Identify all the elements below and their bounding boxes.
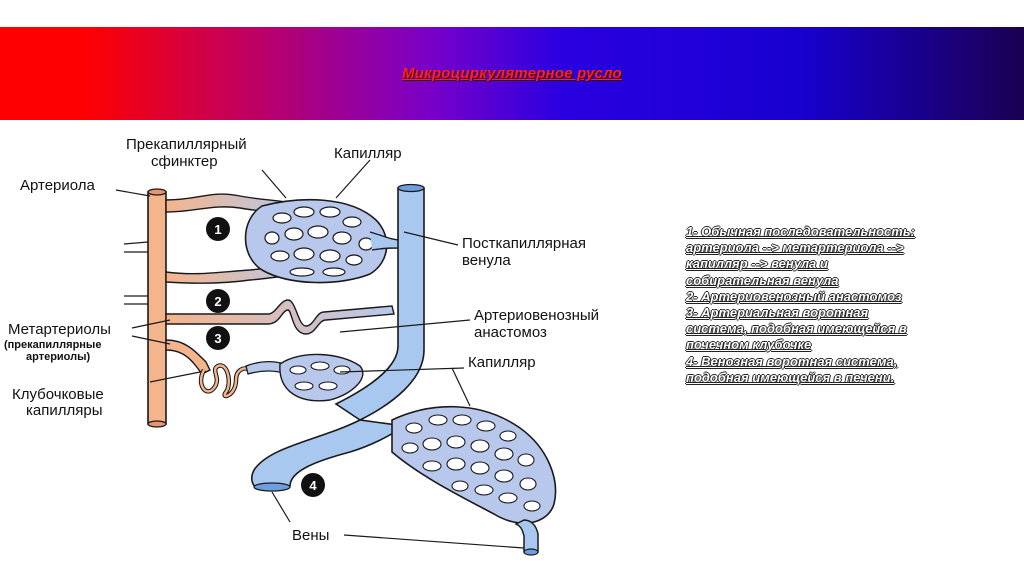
note-line: 3- Артериальная воротная: [686, 305, 986, 321]
marker-2-label: 2: [214, 294, 221, 309]
label-precap-sphincter-2: сфинктер: [151, 153, 218, 170]
marker-3: 3: [206, 326, 230, 350]
pathway-3-glomerular: [166, 340, 363, 401]
note-line: 2- Артериовенозный анастомоз: [686, 289, 986, 305]
note-line: собирательная венула: [686, 273, 986, 289]
pathway-1-capillary-bed: [166, 194, 400, 283]
note-line: система, подобная имеющейся в: [686, 321, 986, 337]
marker-2: 2: [206, 289, 230, 313]
note-line: 1- Обычная последовательность:: [686, 224, 986, 240]
explanation-notes: 1- Обычная последовательность: артериола…: [686, 224, 986, 386]
marker-4: 4: [301, 473, 325, 497]
pathway-4-venous-portal: [392, 407, 556, 555]
label-glomerular-2: капилляры: [26, 402, 103, 419]
marker-4-label: 4: [309, 478, 317, 493]
note-line: 4- Венозная воротная система,: [686, 354, 986, 370]
label-veins: Вены: [292, 527, 329, 544]
label-precap-arterioles-2: артериолы): [26, 351, 91, 363]
label-arteriole: Артериола: [20, 177, 96, 194]
label-postcap-venule-2: венула: [462, 252, 511, 269]
label-postcap-venule-1: Посткапиллярная: [462, 235, 586, 252]
note-line: капилляр --> венула и: [686, 256, 986, 272]
label-capillary-mid: Капилляр: [468, 354, 536, 371]
label-capillary-top: Капилляр: [334, 145, 402, 162]
arteriole-vessel: [124, 189, 166, 427]
label-precap-arterioles-1: (прекапиллярные: [4, 339, 101, 351]
title-banner: Микроциркулятерное русло: [0, 27, 1024, 120]
marker-1: 1: [206, 217, 230, 241]
label-precap-sphincter-1: Прекапиллярный: [126, 136, 247, 153]
label-av-anastomosis-1: Артериовенозный: [474, 307, 599, 324]
label-metarterioles: Метартериолы: [8, 321, 111, 338]
note-line: артериола --> метартериола -->: [686, 240, 986, 256]
note-line: почечном клубочке: [686, 337, 986, 353]
slide-title: Микроциркулятерное русло: [0, 65, 1024, 82]
marker-1-label: 1: [214, 222, 221, 237]
label-glomerular-1: Клубочковые: [12, 386, 104, 403]
marker-3-label: 3: [214, 331, 221, 346]
note-line: подобная имеющейся в печени.: [686, 370, 986, 386]
pathway-2-av-anastomosis: [166, 300, 394, 334]
label-av-anastomosis-2: анастомоз: [474, 324, 547, 341]
